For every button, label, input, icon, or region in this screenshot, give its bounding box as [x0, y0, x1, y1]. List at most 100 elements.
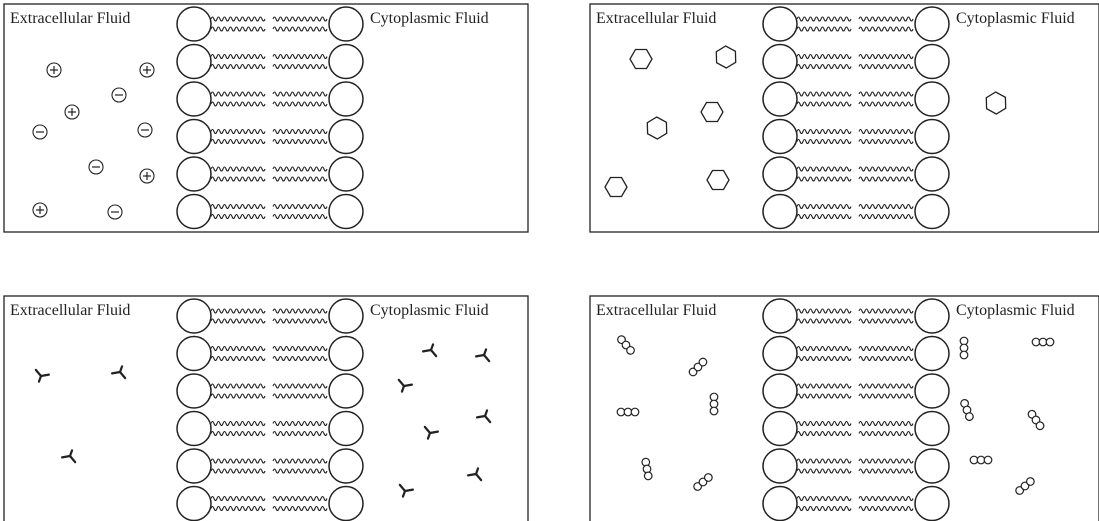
fatty-acid-tail-icon	[858, 458, 914, 464]
small-molecule-icon	[398, 483, 415, 498]
fatty-acid-tail-icon	[272, 420, 328, 427]
phospholipid-pair	[176, 335, 364, 372]
fatty-acid-tail-icon	[858, 16, 914, 22]
fatty-acid-tail-icon	[858, 345, 914, 352]
fatty-acid-tail-icon	[272, 26, 328, 32]
phospholipid-pair	[176, 156, 364, 192]
anion-icon	[137, 122, 153, 138]
fatty-acid-tail-icon	[272, 91, 328, 97]
phospholipid-head-icon	[762, 298, 798, 334]
hexagon-molecule-icon	[604, 176, 628, 198]
fatty-acid-tail-icon	[858, 91, 914, 97]
fatty-acid-tail-icon	[272, 166, 328, 172]
phospholipid-head-icon	[762, 193, 798, 230]
phospholipid-head-icon	[914, 81, 950, 117]
fatty-acid-tail-icon	[858, 468, 914, 474]
phospholipid-pair	[176, 43, 364, 80]
phospholipid-head-icon	[762, 485, 798, 521]
triatomic-molecule-icon	[616, 407, 640, 417]
phospholipid-head-icon	[176, 298, 212, 334]
fatty-acid-tail-icon	[210, 420, 266, 427]
fatty-acid-tail-icon	[858, 138, 914, 145]
fatty-acid-tail-icon	[272, 176, 328, 182]
fatty-acid-tail-icon	[796, 458, 852, 464]
fatty-acid-tail-icon	[858, 203, 914, 210]
phospholipid-head-icon	[328, 6, 364, 42]
phospholipid-head-icon	[328, 410, 364, 447]
fatty-acid-tail-icon	[272, 63, 328, 70]
fatty-acid-tail-icon	[796, 26, 852, 32]
fatty-acid-tail-icon	[858, 101, 914, 107]
hexagon-molecule-icon	[985, 91, 1007, 115]
fatty-acid-tail-icon	[858, 495, 914, 502]
panel-frame	[3, 295, 529, 521]
phospholipid-pair	[762, 193, 950, 230]
phospholipid-head-icon	[176, 6, 212, 42]
phospholipid-head-icon	[328, 156, 364, 192]
fatty-acid-tail-icon	[272, 138, 328, 145]
fatty-acid-tail-icon	[796, 138, 852, 145]
phospholipid-pair	[176, 6, 364, 42]
fatty-acid-tail-icon	[272, 128, 328, 135]
phospholipid-pair	[176, 485, 364, 521]
phospholipid-head-icon	[914, 448, 950, 484]
fatty-acid-tail-icon	[210, 176, 266, 182]
phospholipid-head-icon	[914, 43, 950, 80]
phospholipid-pair	[762, 335, 950, 372]
fatty-acid-tail-icon	[210, 495, 266, 502]
triatomic-molecule-icon	[1031, 337, 1055, 347]
small-molecule-icon	[421, 343, 438, 358]
phospholipid-pair	[762, 118, 950, 155]
fatty-acid-tail-icon	[858, 393, 914, 399]
fatty-acid-tail-icon	[210, 101, 266, 107]
fatty-acid-tail-icon	[796, 383, 852, 389]
phospholipid-head-icon	[176, 118, 212, 155]
phospholipid-head-icon	[762, 43, 798, 80]
phospholipid-head-icon	[914, 298, 950, 334]
cytoplasmic-fluid-label: Cytoplasmic Fluid	[956, 10, 1075, 27]
phospholipid-head-icon	[762, 156, 798, 192]
fatty-acid-tail-icon	[796, 430, 852, 437]
cytoplasmic-fluid-label: Cytoplasmic Fluid	[370, 302, 489, 319]
phospholipid-head-icon	[914, 485, 950, 521]
fatty-acid-tail-icon	[796, 308, 852, 314]
small-molecule-icon	[466, 467, 483, 482]
fatty-acid-tail-icon	[796, 393, 852, 399]
cytoplasmic-fluid-label: Cytoplasmic Fluid	[370, 10, 489, 27]
phospholipid-pair	[762, 156, 950, 192]
phospholipid-head-icon	[914, 156, 950, 192]
panel-frame	[3, 3, 529, 233]
fatty-acid-tail-icon	[210, 318, 266, 324]
triatomic-molecule-icon	[969, 455, 993, 465]
phospholipid-pair	[176, 448, 364, 484]
phospholipid-head-icon	[176, 193, 212, 230]
extracellular-fluid-label: Extracellular Fluid	[10, 10, 130, 27]
panel-frame	[589, 3, 1099, 233]
extracellular-fluid-label: Extracellular Fluid	[596, 10, 716, 27]
fatty-acid-tail-icon	[210, 505, 266, 512]
fatty-acid-tail-icon	[210, 355, 266, 362]
phospholipid-pair	[176, 373, 364, 409]
fatty-acid-tail-icon	[796, 176, 852, 182]
fatty-acid-tail-icon	[858, 53, 914, 60]
fatty-acid-tail-icon	[272, 430, 328, 437]
fatty-acid-tail-icon	[272, 101, 328, 107]
small-molecule-icon	[110, 365, 127, 380]
hexagon-molecule-icon	[629, 48, 653, 70]
fatty-acid-tail-icon	[272, 16, 328, 22]
fatty-acid-tail-icon	[796, 505, 852, 512]
phospholipid-head-icon	[328, 193, 364, 230]
cation-icon	[139, 168, 155, 184]
fatty-acid-tail-icon	[858, 166, 914, 172]
fatty-acid-tail-icon	[858, 505, 914, 512]
phospholipid-pair	[762, 81, 950, 117]
phospholipid-head-icon	[914, 6, 950, 42]
fatty-acid-tail-icon	[272, 458, 328, 464]
phospholipid-pair	[762, 485, 950, 521]
phospholipid-pair	[176, 118, 364, 155]
phospholipid-head-icon	[914, 410, 950, 447]
phospholipid-head-icon	[914, 373, 950, 409]
phospholipid-head-icon	[328, 43, 364, 80]
cation-icon	[139, 62, 155, 78]
